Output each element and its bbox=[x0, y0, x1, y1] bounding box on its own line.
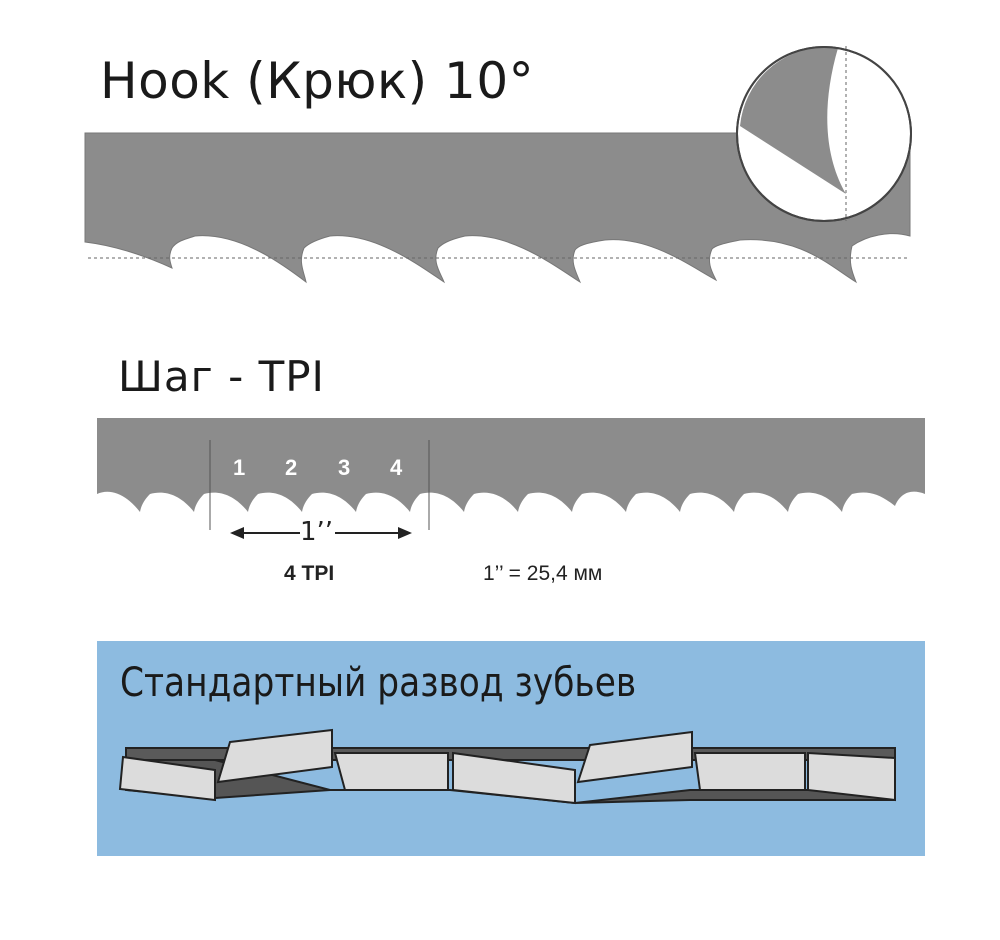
set-tooth bbox=[807, 751, 896, 802]
arrow-right-head bbox=[398, 527, 412, 539]
set-tooth bbox=[333, 752, 449, 791]
tooth-number: 2 bbox=[285, 455, 298, 480]
tpi-title: Шаг - TPI bbox=[118, 352, 325, 401]
hook-magnifier-tooth bbox=[740, 46, 846, 194]
tooth-number: 1 bbox=[233, 455, 246, 480]
set-tooth bbox=[216, 728, 333, 784]
inch-label: 1’’ bbox=[300, 517, 334, 547]
hook-title: Hook (Крюк) 10° bbox=[100, 52, 535, 110]
set-tooth bbox=[576, 730, 693, 784]
set-tooth bbox=[452, 751, 576, 805]
set-tooth bbox=[693, 752, 806, 791]
tooth-number: 4 bbox=[390, 455, 403, 480]
hook-blade bbox=[84, 132, 911, 284]
tpi-value-label: 4 TPI bbox=[284, 562, 335, 585]
inch-conversion-label: 1’’ = 25,4 мм bbox=[483, 562, 603, 585]
hook-magnifier-border bbox=[736, 46, 912, 222]
tpi-blade bbox=[97, 418, 925, 512]
arrow-left-head bbox=[230, 527, 244, 539]
tooth-number: 3 bbox=[338, 455, 351, 480]
set-title: Стандартный развод зубьев bbox=[120, 660, 637, 706]
set-tooth bbox=[118, 755, 216, 802]
